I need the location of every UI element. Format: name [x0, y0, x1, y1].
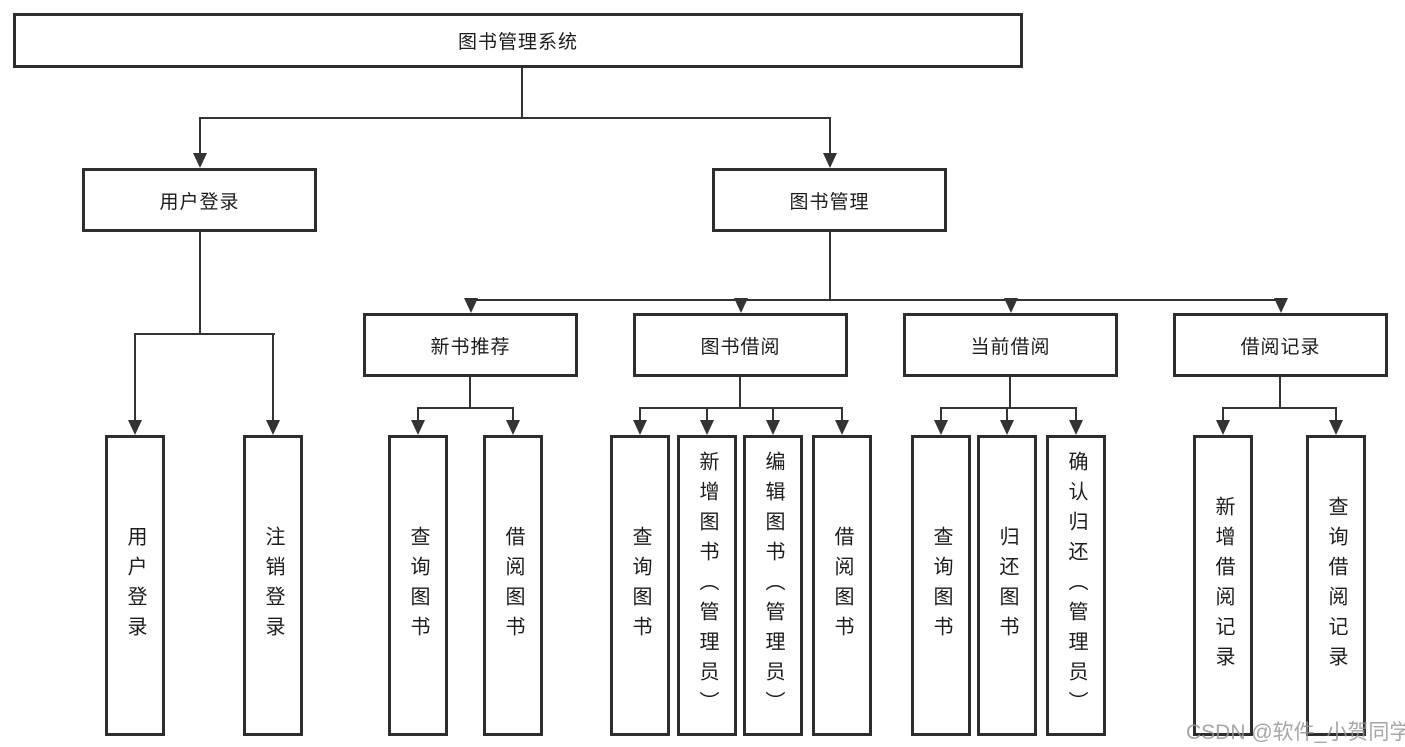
leaf-user-login: 用户登录 [105, 435, 165, 736]
connector-leaf-drop [134, 333, 136, 421]
node-label: 用户登录 [124, 525, 146, 646]
arrowhead-to-leaf [1069, 420, 1083, 435]
csdn-watermark: CSDN @软件_小贺同学 [1186, 721, 1405, 744]
node-user-login: 用户登录 [82, 168, 317, 232]
connector-leaf-drop [1222, 407, 1224, 422]
leaf-newbook-query: 查询图书 [388, 435, 448, 736]
arrowhead-to-user-login [193, 153, 207, 168]
connector-records-stem [1279, 377, 1281, 409]
connector-user-login-children-bar [134, 333, 275, 335]
connector-leaf-drop [1335, 407, 1337, 422]
node-label: 新增图书（管理员） [696, 450, 718, 721]
arrowhead-to-leaf-user-login [128, 420, 142, 435]
node-label: 查询图书 [629, 525, 651, 646]
connector-leaf-drop [940, 407, 942, 422]
connector-borrowing-children-bar [639, 407, 843, 409]
node-label: 借阅图书 [502, 525, 524, 646]
connector-level3-bar [470, 299, 1281, 301]
node-current-borrowing: 当前借阅 [903, 313, 1118, 377]
leaf-borrowing-query: 查询图书 [610, 435, 670, 736]
leaf-borrowing-borrow: 借阅图书 [812, 435, 872, 736]
node-label: 新增借阅记录 [1212, 495, 1234, 676]
node-label: 当前借阅 [970, 336, 1051, 358]
arrowhead-to-leaf [1000, 420, 1014, 435]
arrowhead-to-leaf [766, 420, 780, 435]
arrowhead-to-records [1274, 298, 1288, 313]
connector-leaf-drop [706, 407, 708, 422]
node-label: 图书管理系统 [457, 32, 578, 53]
connector-leaf-drop [417, 407, 419, 422]
node-label: 注销登录 [262, 525, 284, 646]
arrowhead-to-leaf [934, 420, 948, 435]
arrowhead-to-leaf-logout [266, 420, 280, 435]
node-book-management: 图书管理 [712, 168, 947, 232]
arrowhead-to-leaf [411, 420, 425, 435]
leaf-borrowing-edit-admin: 编辑图书（管理员） [743, 435, 803, 736]
connector-root-stem [521, 68, 523, 118]
arrowhead-to-leaf [506, 420, 520, 435]
connector-leaf-drop [841, 407, 843, 422]
node-label: 用户登录 [159, 191, 240, 213]
leaf-current-confirm-admin: 确认归还（管理员） [1046, 435, 1106, 736]
leaf-records-add: 新增借阅记录 [1193, 435, 1253, 736]
arrowhead-to-leaf [1329, 420, 1343, 435]
leaf-current-query: 查询图书 [911, 435, 971, 736]
node-book-borrowing: 图书借阅 [633, 313, 848, 377]
arrowhead-to-borrowing [734, 298, 748, 313]
node-label: 查询借阅记录 [1325, 495, 1347, 676]
node-label: 查询图书 [407, 525, 429, 646]
connector-leaf-drop [639, 407, 641, 422]
connector-leaf-drop [1006, 407, 1008, 422]
node-label: 查询图书 [930, 525, 952, 646]
connector-book-mgmt-drop [829, 117, 831, 155]
node-label: 确认归还（管理员） [1065, 450, 1087, 721]
leaf-current-return: 归还图书 [977, 435, 1037, 736]
arrowhead-to-leaf [1216, 420, 1230, 435]
leaf-newbook-borrow: 借阅图书 [483, 435, 543, 736]
arrowhead-to-leaf [700, 420, 714, 435]
node-root-system: 图书管理系统 [13, 13, 1023, 68]
connector-leaf-drop [772, 407, 774, 422]
node-new-book-recommend: 新书推荐 [363, 313, 578, 377]
arrowhead-to-new-book [464, 298, 478, 313]
leaf-borrowing-add-admin: 新增图书（管理员） [677, 435, 737, 736]
node-borrow-records: 借阅记录 [1173, 313, 1388, 377]
connector-current-stem [1009, 377, 1011, 409]
arrowhead-to-current [1004, 298, 1018, 313]
connector-leaf-drop [512, 407, 514, 422]
arrowhead-to-leaf [633, 420, 647, 435]
connector-new-book-stem [469, 377, 471, 409]
connector-user-login-stem [199, 232, 201, 334]
leaf-logout: 注销登录 [243, 435, 303, 736]
node-label: 编辑图书（管理员） [762, 450, 784, 721]
arrowhead-to-leaf [835, 420, 849, 435]
node-label: 归还图书 [996, 525, 1018, 646]
node-label: 图书管理 [789, 191, 870, 213]
node-label: 新书推荐 [430, 336, 511, 358]
node-label: 借阅图书 [831, 525, 853, 646]
connector-new-book-children-bar [417, 407, 514, 409]
connector-user-login-drop [199, 117, 201, 155]
connector-book-mgmt-stem [829, 232, 831, 301]
arrowhead-to-book-mgmt [823, 153, 837, 168]
connector-records-children-bar [1222, 407, 1337, 409]
connector-current-children-bar [940, 407, 1077, 409]
node-label: 借阅记录 [1240, 336, 1321, 358]
connector-level2-bar [199, 117, 831, 119]
connector-leaf-drop [272, 333, 274, 421]
connector-borrowing-stem [739, 377, 741, 409]
leaf-records-query: 查询借阅记录 [1306, 435, 1366, 736]
node-label: 图书借阅 [700, 336, 781, 358]
connector-leaf-drop [1075, 407, 1077, 422]
